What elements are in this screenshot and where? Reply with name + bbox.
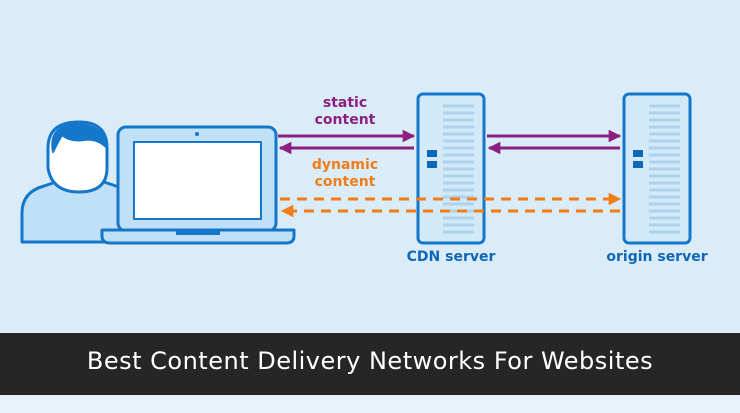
banner-title: Best Content Delivery Networks For Websi…	[86, 347, 654, 375]
static-label-line1: static	[322, 95, 368, 111]
user-icon	[20, 120, 132, 244]
dynamic-content-label: dynamic content	[296, 157, 394, 191]
laptop-icon	[100, 125, 296, 245]
dynamic-label-line1: dynamic	[311, 157, 379, 173]
cdn-server-icon	[416, 92, 486, 245]
cdn-server-label: CDN server	[406, 249, 496, 265]
title-banner: Best Content Delivery Networks For Websi…	[0, 333, 740, 395]
origin-server-icon	[622, 92, 692, 245]
static-label-line2: content	[314, 112, 376, 128]
dynamic-label-line2: content	[314, 174, 376, 190]
bottom-strip	[0, 395, 740, 413]
static-content-label: static content	[300, 95, 390, 129]
origin-server-label: origin server	[606, 249, 708, 265]
